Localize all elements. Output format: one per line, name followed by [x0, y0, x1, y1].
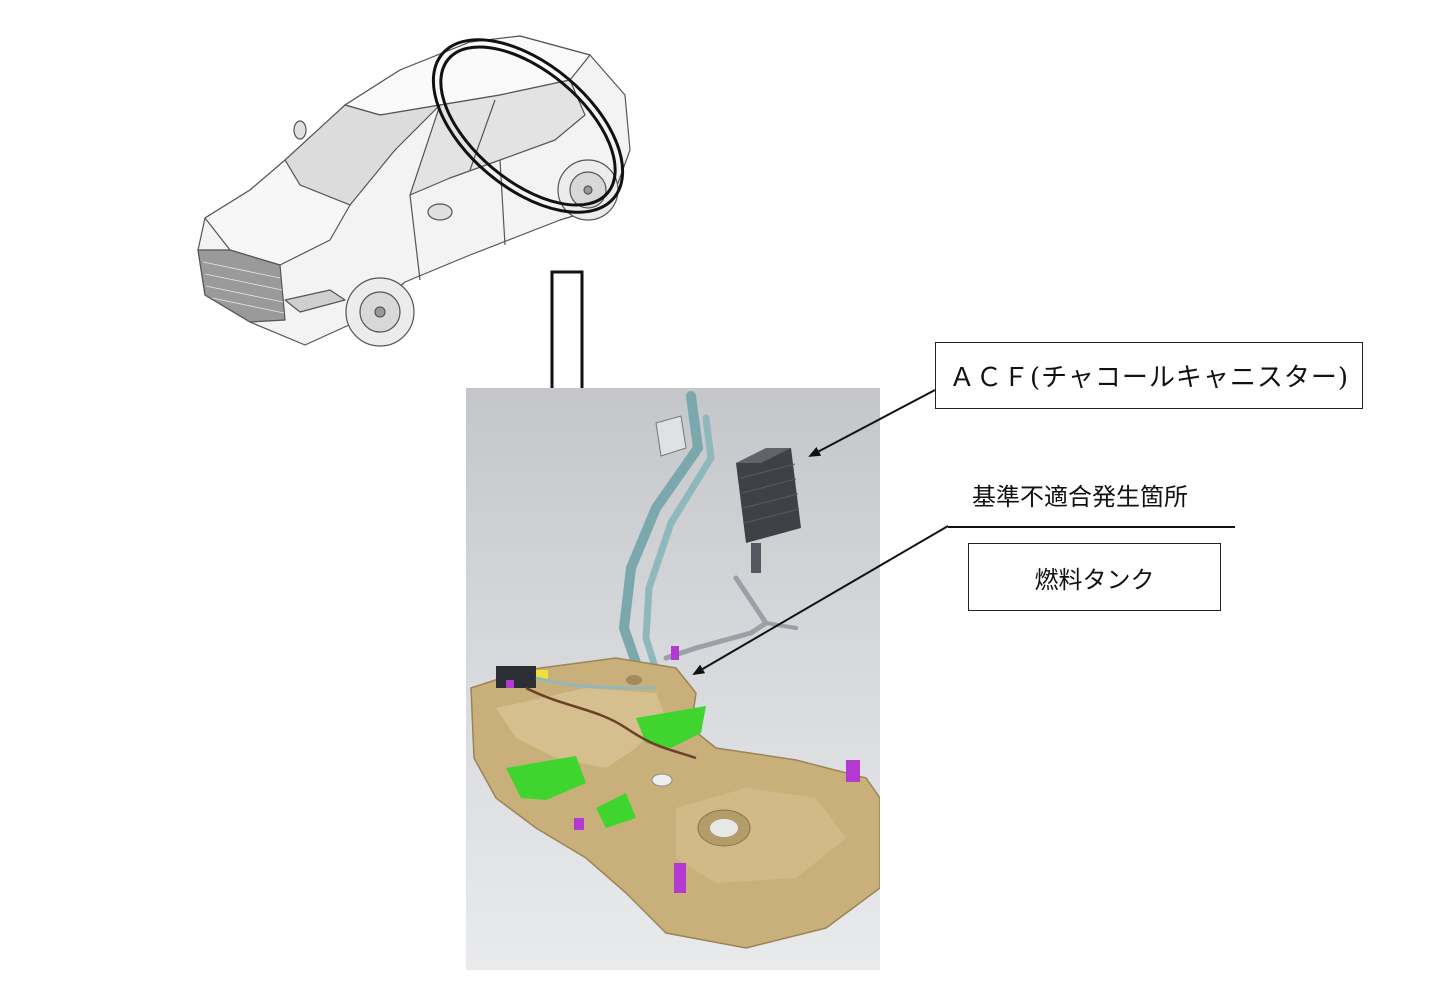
fuel-system-render — [466, 388, 880, 970]
fuel-tank-label: 燃料タンク — [1034, 565, 1155, 594]
nonconformity-site-underline — [948, 526, 1235, 528]
car-side-windows — [409, 79, 586, 196]
highlight-ellipse — [431, 38, 625, 214]
acf-label: ＡＣＦ(チャコールキャニスター) — [948, 363, 1350, 393]
filler-pipe — [618, 391, 704, 668]
nonconformity-site-label: 基準不適合発生箇所 — [972, 483, 1188, 511]
acf-leader-arrow — [808, 389, 936, 457]
car-grille — [197, 249, 286, 323]
acf-label-box: ＡＣＦ(チャコールキャニスター) — [935, 342, 1363, 409]
fuel-tank-label-box: 燃料タンク — [968, 543, 1221, 611]
car-illustration — [197, 35, 631, 347]
site-leader-arrow — [692, 525, 949, 676]
acf-canister — [736, 448, 801, 573]
